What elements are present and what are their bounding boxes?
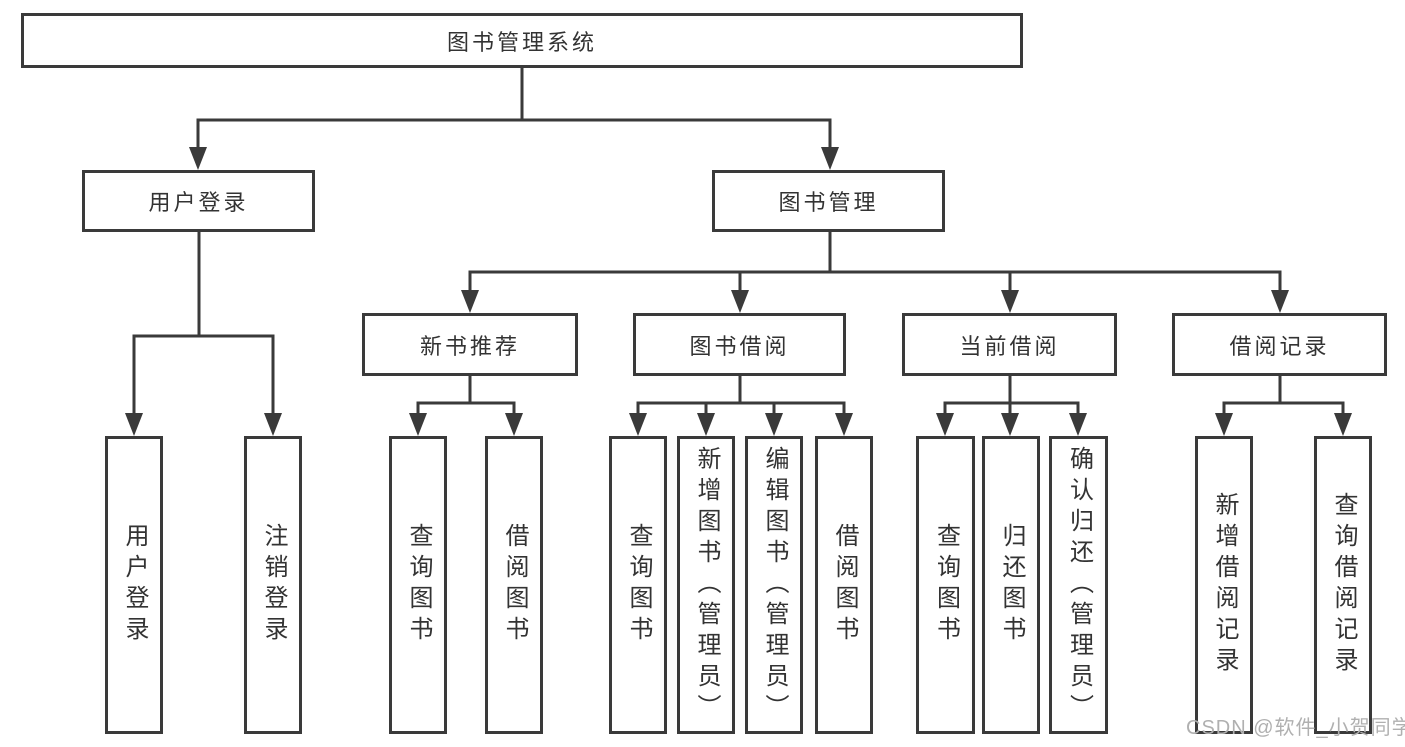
connector-login-to-leaves [125, 228, 282, 436]
leaf-confirm-return-admin: 确认归还（管理员） [1049, 436, 1108, 734]
node-new-book-recommend: 新书推荐 [362, 313, 578, 376]
leaf-edit-book-admin: 编辑图书（管理员） [745, 436, 803, 734]
leaf-recommend-query-book: 查询图书 [389, 436, 447, 734]
node-root: 图书管理系统 [21, 13, 1023, 68]
csdn-watermark: CSDN @软件_小贺同学 [1186, 717, 1405, 739]
leaf-borrow-query-book: 查询图书 [609, 436, 667, 734]
node-current-borrow: 当前借阅 [902, 313, 1117, 376]
leaf-user-login: 用户登录 [105, 436, 163, 734]
node-user-login-label: 用户登录 [148, 190, 249, 215]
connector-current-to-leaves [936, 372, 1087, 436]
node-new-book-recommend-label: 新书推荐 [419, 333, 520, 359]
leaf-borrow-book: 借阅图书 [815, 436, 873, 734]
leaf-add-borrow-record: 新增借阅记录 [1195, 436, 1253, 734]
node-user-login: 用户登录 [82, 170, 315, 232]
node-root-label: 图书管理系统 [446, 29, 597, 55]
leaf-query-borrow-record: 查询借阅记录 [1314, 436, 1372, 734]
connector-borrow-to-leaves [629, 372, 853, 436]
connector-mgmt-to-level3 [461, 228, 1289, 313]
connector-records-to-leaves [1215, 372, 1352, 436]
node-borrow-records-label: 借阅记录 [1229, 333, 1330, 359]
leaf-recommend-borrow-book: 借阅图书 [485, 436, 543, 734]
connector-root-to-level2 [189, 64, 839, 170]
node-book-management: 图书管理 [712, 170, 945, 232]
connector-recommend-to-leaves [409, 372, 523, 436]
leaf-current-query-book: 查询图书 [916, 436, 975, 734]
node-current-borrow-label: 当前借阅 [959, 333, 1060, 359]
node-book-borrow-label: 图书借阅 [689, 333, 790, 359]
leaf-return-book: 归还图书 [982, 436, 1040, 734]
leaf-add-book-admin: 新增图书（管理员） [677, 436, 735, 734]
leaf-logout: 注销登录 [244, 436, 302, 734]
node-book-borrow: 图书借阅 [633, 313, 846, 376]
node-book-management-label: 图书管理 [778, 190, 879, 215]
node-borrow-records: 借阅记录 [1172, 313, 1387, 376]
